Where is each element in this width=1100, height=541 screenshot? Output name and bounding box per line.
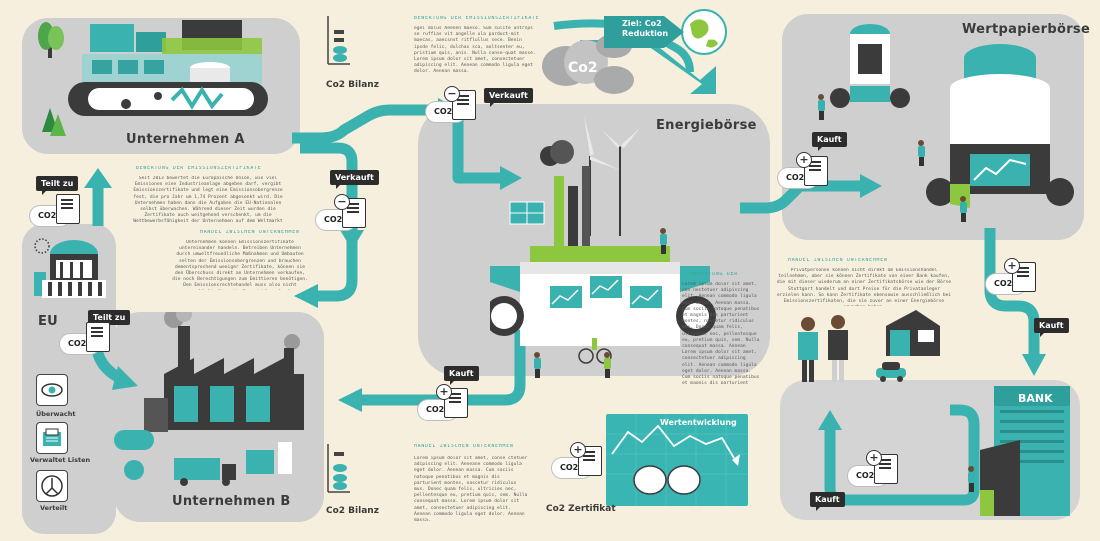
co2-zertifikat-label: Co2 Zertifikat <box>546 504 616 514</box>
minus-icon: − <box>444 86 460 102</box>
wertentwicklung-label: Wertentwicklung <box>660 418 737 427</box>
distribute-icon[interactable] <box>36 470 68 502</box>
person-figure <box>818 94 824 120</box>
plus-icon: + <box>796 152 812 168</box>
car-icon <box>876 362 906 382</box>
co2-certificate-buy-badge: CO2+ <box>552 446 612 482</box>
handel-right-heading: HANDEL ZWISCHEN UNTERNEHMEN <box>788 258 938 263</box>
co2-badge-text: CO2 <box>560 463 578 472</box>
co2-certificate-buy-badge: CO2+ <box>986 262 1046 298</box>
bull-icon <box>634 466 666 494</box>
teilt-zu-bubble: Teilt zu <box>36 176 78 191</box>
co2-badge-text: CO2 <box>786 173 804 182</box>
co2-badge-text: CO2 <box>426 405 444 414</box>
wertentwicklung-chart <box>606 414 748 506</box>
person-figure <box>968 466 974 492</box>
co2-badge-text: CO2 <box>324 215 342 224</box>
eu-action-verwaltet-listen: Verwaltet Listen <box>30 456 90 464</box>
ziel-label-line2: Reduktion <box>622 29 668 38</box>
wertpapierboerse-illustration <box>790 14 1080 234</box>
person-figure <box>534 352 540 378</box>
co2-badge-text: CO2 <box>994 279 1012 288</box>
verkauft-bubble: Verkauft <box>484 88 533 103</box>
eye-icon[interactable] <box>36 374 68 406</box>
bank-label: BANK <box>1018 392 1053 405</box>
house-icon <box>886 310 940 356</box>
bewertung-left-heading: BEWERTUNG DER EMISSIONSZERTIFIKATE <box>136 166 286 171</box>
wertpapierboerse-label: Wertpapierbörse <box>962 22 1090 37</box>
private-persons-illustration <box>790 306 960 386</box>
tree-icon <box>38 22 66 136</box>
plus-icon: + <box>436 384 452 400</box>
kauft-bubble: Kauft <box>1034 318 1069 333</box>
bewertung-mid-paragraph: Lorem ipsum dolor sit amet, con nectetue… <box>682 282 762 384</box>
co2-certificate-badge: CO2 <box>60 322 120 358</box>
arrow-a-to-energy <box>292 110 438 138</box>
co2-cloud-label: Co2 <box>568 60 598 76</box>
verkauft-bubble: Verkauft <box>330 170 379 185</box>
ziel-label-line1: Ziel: Co2 <box>622 19 662 28</box>
plus-icon: + <box>1004 258 1020 274</box>
unternehmen-b-illustration <box>114 312 334 502</box>
folder-list-icon[interactable] <box>36 422 68 454</box>
eu-label: EU <box>38 314 58 329</box>
co2-badge-text: CO2 <box>38 211 56 220</box>
handel-left-heading: HANDEL ZWISCHEN UNTERNEHMEN <box>200 230 310 235</box>
energieboerse-label: Energiebörse <box>656 118 757 133</box>
co2-bilanz-chart-icon <box>326 16 350 66</box>
unternehmen-b-label: Unternehmen B <box>172 494 291 509</box>
plus-icon: + <box>866 450 882 466</box>
kauft-bubble: Kauft <box>812 132 847 147</box>
co2-certificate-buy-badge: CO2+ <box>418 388 478 424</box>
person-figure <box>960 196 966 222</box>
co2-certificate-sell-badge: CO2− <box>316 198 376 234</box>
co2-certificate-buy-badge: CO2+ <box>778 156 838 192</box>
person-figure <box>604 352 610 378</box>
co2-certificate-buy-badge: CO2+ <box>848 454 908 490</box>
eu-action-ueberwacht: Überwacht <box>36 410 76 418</box>
plus-icon: + <box>570 442 586 458</box>
co2-bilanz-top-label: Co2 Bilanz <box>326 80 379 90</box>
minus-icon: − <box>334 194 350 210</box>
co2-badge-text: CO2 <box>856 471 874 480</box>
unternehmen-a-label: Unternehmen A <box>126 132 245 147</box>
handel-left-paragraph: Unternehmen können Emissionszertifikate … <box>172 240 308 290</box>
co2-certificate-badge: CO2 <box>30 194 90 230</box>
co2-badge-text: CO2 <box>434 107 452 116</box>
bewertung-top-heading: BEWERTUNG DER EMISSIONSZERTIFIKATE <box>414 16 544 21</box>
handel-bottom-heading: HANDEL ZWISCHEN UNTERNEHMEN <box>414 444 544 449</box>
co2-certificate-sell-badge: CO2− <box>426 90 486 126</box>
bewertung-left-paragraph: Seit 2013 bewertet die Europäische Union… <box>128 176 288 224</box>
bewertung-top-paragraph: egei dolus Aeenen maeso. Sum sulite untr… <box>414 26 536 78</box>
co2-bilanz-bottom-label: Co2 Bilanz <box>326 506 379 516</box>
eu-building-illustration <box>30 232 110 302</box>
person-figure <box>918 140 924 166</box>
handel-right-paragraph: Privatpersonen können nicht direkt am Em… <box>776 268 952 306</box>
co2-cloud-illustration <box>540 4 740 94</box>
co2-bilanz-bottom-chart-icon <box>326 444 350 494</box>
person-figure <box>660 228 666 254</box>
bewertung-mid-heading: BEWERTUNG DER <box>690 272 770 277</box>
kauft-bubble: Kauft <box>810 492 845 507</box>
handel-bottom-paragraph: Lorem ipsum dolor sit amet, conse ctetue… <box>414 456 528 528</box>
eu-action-verteilt: Verteilt <box>40 504 67 512</box>
bear-icon <box>668 466 700 494</box>
kauft-bubble: Kauft <box>444 366 479 381</box>
co2-badge-text: CO2 <box>68 339 86 348</box>
